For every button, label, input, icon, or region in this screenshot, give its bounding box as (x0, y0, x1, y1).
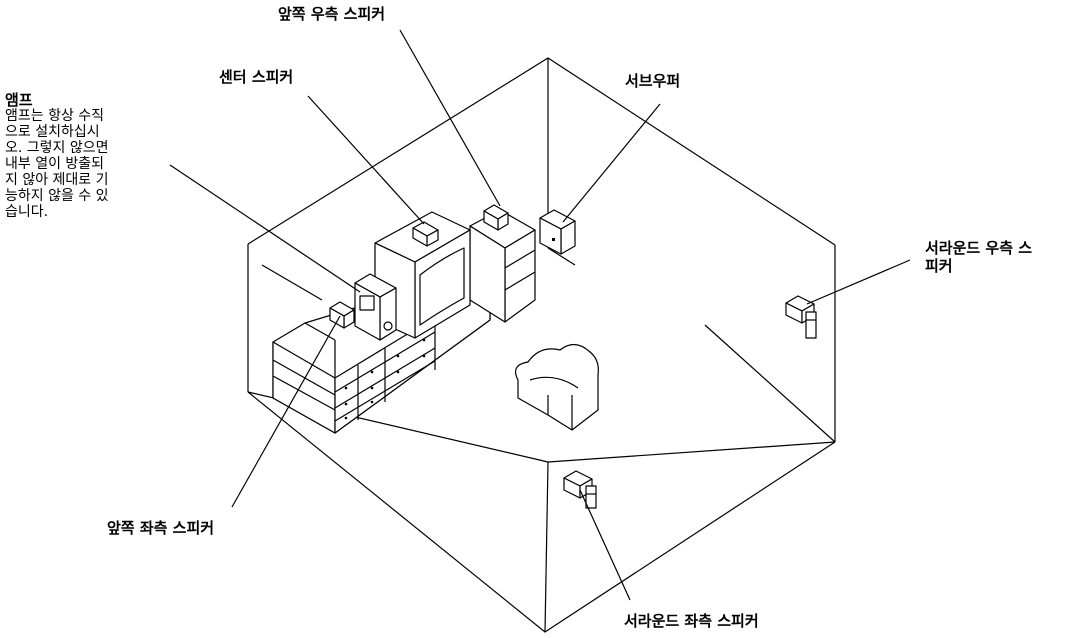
label-center-speaker: 센터 스피커 (219, 68, 294, 86)
armchair (515, 343, 599, 431)
front-left-speaker (329, 301, 355, 329)
amp-note: 앰프 앰프는 항상 수직 으로 설치하십시 오. 그렇지 않으면 내부 열이 방… (5, 92, 175, 220)
label-surround-left-speaker: 서라운드 좌측 스피커 (624, 612, 759, 630)
subwoofer (539, 209, 576, 255)
label-surround-right-speaker-line1: 서라운드 우측 스 (925, 239, 1033, 257)
surround-left-speaker (563, 470, 597, 509)
center-speaker (412, 221, 439, 247)
front-right-speaker (483, 204, 509, 231)
leader-lines (169, 29, 911, 601)
amp-note-title: 앰프 (5, 91, 33, 109)
surround-right-speaker (785, 295, 817, 339)
amp-note-body: 앰프는 항상 수직 으로 설치하십시 오. 그렇지 않으면 내부 열이 방출되 … (5, 108, 109, 220)
label-front-right-speaker: 앞쪽 우측 스피커 (278, 5, 386, 23)
label-surround-right-speaker-line2: 피커 (925, 257, 953, 275)
label-subwoofer: 서브우퍼 (625, 72, 681, 90)
amplifier (354, 273, 397, 341)
label-front-left-speaker: 앞쪽 좌측 스피커 (107, 519, 215, 537)
